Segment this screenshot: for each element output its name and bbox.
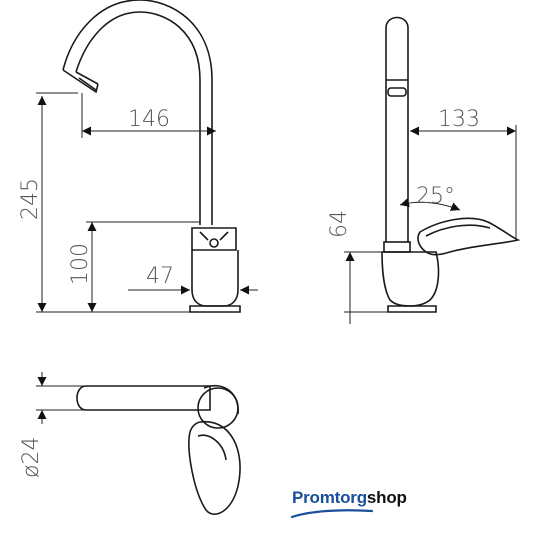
dim-64: 64 <box>327 210 352 238</box>
dim-47: 47 <box>146 264 174 289</box>
side-tube <box>385 16 409 242</box>
front-dimensions <box>36 92 258 313</box>
dim-25-degrees: 25° <box>416 184 455 209</box>
side-body <box>381 251 440 307</box>
front-view <box>62 0 241 313</box>
top-lever <box>188 420 241 515</box>
dim-146: 146 <box>128 107 170 132</box>
dim-133: 133 <box>438 107 480 132</box>
side-dimensions <box>344 125 517 324</box>
dim-245: 245 <box>18 178 43 220</box>
side-base <box>387 305 437 313</box>
side-lever <box>417 217 521 256</box>
front-base <box>189 305 241 313</box>
front-spout-tip <box>62 69 99 94</box>
top-view <box>76 385 241 515</box>
side-view <box>381 16 521 313</box>
top-dimensions <box>36 372 86 424</box>
brand-name-part1: Promtorg <box>292 488 367 507</box>
brand-name-part2: shop <box>366 488 407 507</box>
dim-diameter-24: ø24 <box>19 437 44 478</box>
top-spout <box>76 385 211 411</box>
brand-swoosh-icon <box>290 509 374 519</box>
dim-100: 100 <box>68 243 93 285</box>
front-body <box>191 227 237 251</box>
front-spout-outer <box>75 11 201 225</box>
front-spout-inner <box>62 0 213 225</box>
brand-logo: Promtorgshop <box>292 488 407 508</box>
